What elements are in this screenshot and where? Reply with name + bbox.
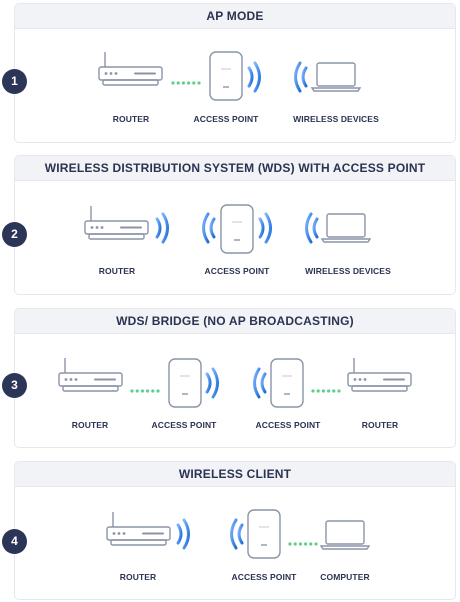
wifi-waves-left-icon [289, 59, 309, 95]
wifi-waves-right-icon [154, 210, 174, 246]
panel-ap-mode: AP MODE [14, 3, 456, 143]
step-badge-4: 4 [2, 529, 27, 554]
label-computer: COMPUTER [320, 572, 370, 582]
step-badge-3: 3 [2, 373, 27, 398]
wifi-waves-right-icon [204, 365, 224, 401]
step-badge-1: 1 [2, 69, 27, 94]
wifi-waves-left-icon [300, 210, 320, 246]
router-icon [347, 356, 413, 396]
router-icon [58, 356, 124, 396]
label-wireless-devices: WIRELESS DEVICES [293, 114, 379, 124]
step-badge-2: 2 [2, 222, 27, 247]
label-access-point: ACCESS POINT [255, 420, 321, 430]
wifi-waves-left-icon [248, 365, 268, 401]
wifi-waves-right-icon [246, 59, 266, 95]
access-point-icon [168, 358, 202, 408]
router-icon [98, 50, 164, 90]
access-point-icon [209, 51, 243, 101]
label-router: ROUTER [98, 266, 136, 276]
laptop-icon [311, 61, 361, 93]
label-router: ROUTER [361, 420, 399, 430]
panel-title: WIRELESS CLIENT [15, 462, 455, 487]
wifi-waves-left-icon [225, 516, 245, 552]
link-dots [288, 533, 318, 551]
laptop-icon [320, 519, 370, 551]
label-access-point: ACCESS POINT [204, 266, 270, 276]
label-router: ROUTER [112, 114, 150, 124]
link-dots [311, 380, 341, 398]
panel-title: WDS/ BRIDGE (NO AP BROADCASTING) [15, 309, 455, 334]
wifi-waves-left-icon [197, 210, 217, 246]
link-dots [171, 72, 201, 90]
access-point-icon [270, 358, 304, 408]
label-access-point: ACCESS POINT [231, 572, 297, 582]
panel-wireless-client: WIRELESS CLIENT [14, 461, 456, 600]
wifi-waves-right-icon [257, 210, 277, 246]
label-access-point: ACCESS POINT [193, 114, 259, 124]
access-point-icon [247, 509, 281, 559]
label-router: ROUTER [71, 420, 109, 430]
label-access-point: ACCESS POINT [151, 420, 217, 430]
label-wireless-devices: WIRELESS DEVICES [305, 266, 391, 276]
label-router: ROUTER [119, 572, 157, 582]
router-icon [84, 204, 150, 244]
panel-title: WIRELESS DISTRIBUTION SYSTEM (WDS) WITH … [15, 156, 455, 181]
access-point-icon [220, 204, 254, 254]
wifi-waves-right-icon [175, 516, 195, 552]
router-icon [106, 510, 172, 550]
link-dots [130, 380, 160, 398]
laptop-icon [321, 212, 371, 244]
panel-title: AP MODE [15, 4, 455, 29]
